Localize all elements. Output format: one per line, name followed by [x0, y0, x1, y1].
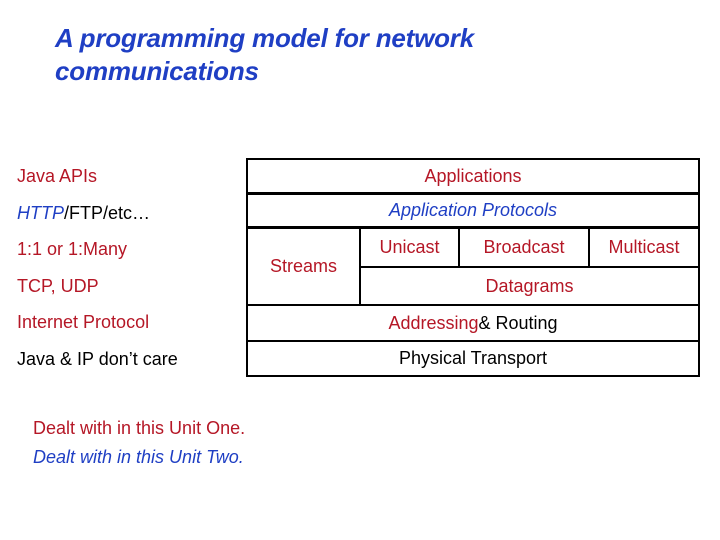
stack-cell-addressing-routing: Addressing & Routing	[248, 306, 698, 340]
protocol-stack-diagram: Applications Application Protocols Strea…	[246, 158, 700, 377]
legend-unit-two: Dealt with in this Unit Two.	[33, 447, 244, 467]
left-label-java-ip-dont-care: Java & IP don’t care	[17, 348, 178, 369]
stack-row-physical-transport: Physical Transport	[248, 342, 698, 375]
left-label-tcp-udp: TCP, UDP	[17, 275, 99, 296]
left-label-ftp-etc: /FTP/etc…	[64, 202, 151, 223]
stack-cell-streams: Streams	[248, 229, 361, 304]
stack-cell-multicast: Multicast	[608, 237, 680, 257]
left-annotation-column: Java APIs HTTP/FTP/etc… 1:1 or 1:Many TC…	[17, 158, 243, 377]
left-label-java-apis: Java APIs	[17, 166, 98, 186]
stack-row-application-protocols: Application Protocols	[248, 195, 698, 229]
stack-cell-datagrams: Datagrams	[485, 275, 574, 296]
stack-row-addressing-routing: Addressing & Routing	[248, 306, 698, 342]
stack-row-cast-types: Unicast Broadcast Multicast	[361, 229, 698, 268]
stack-cell-applications: Applications	[424, 165, 522, 186]
stack-row-transport: Streams Unicast Broadcast Multicast Data…	[248, 229, 698, 306]
stack-cell-broadcast: Broadcast	[460, 229, 590, 266]
stack-cell-addressing-red: Addressing	[388, 312, 479, 333]
left-label-http: HTTP	[17, 202, 64, 223]
left-label-one-to-many: 1:1 or 1:Many	[17, 239, 128, 259]
legend: Dealt with in this Unit One. Dealt with …	[33, 414, 245, 472]
stack-row-applications: Applications	[248, 160, 698, 195]
page-title: A programming model for network communic…	[55, 23, 474, 86]
left-label-internet-protocol: Internet Protocol	[17, 312, 150, 332]
stack-cell-unicast: Unicast	[361, 229, 460, 266]
stack-cell-application-protocols: Application Protocols	[388, 200, 558, 220]
left-label-http-ftp: HTTP/FTP/etc…	[17, 195, 243, 232]
stack-cell-physical-transport: Physical Transport	[398, 348, 548, 368]
stack-transport-right-group: Unicast Broadcast Multicast Datagrams	[361, 229, 698, 304]
stack-cell-routing-black: & Routing	[478, 312, 558, 333]
legend-unit-one: Dealt with in this Unit One.	[33, 418, 246, 438]
